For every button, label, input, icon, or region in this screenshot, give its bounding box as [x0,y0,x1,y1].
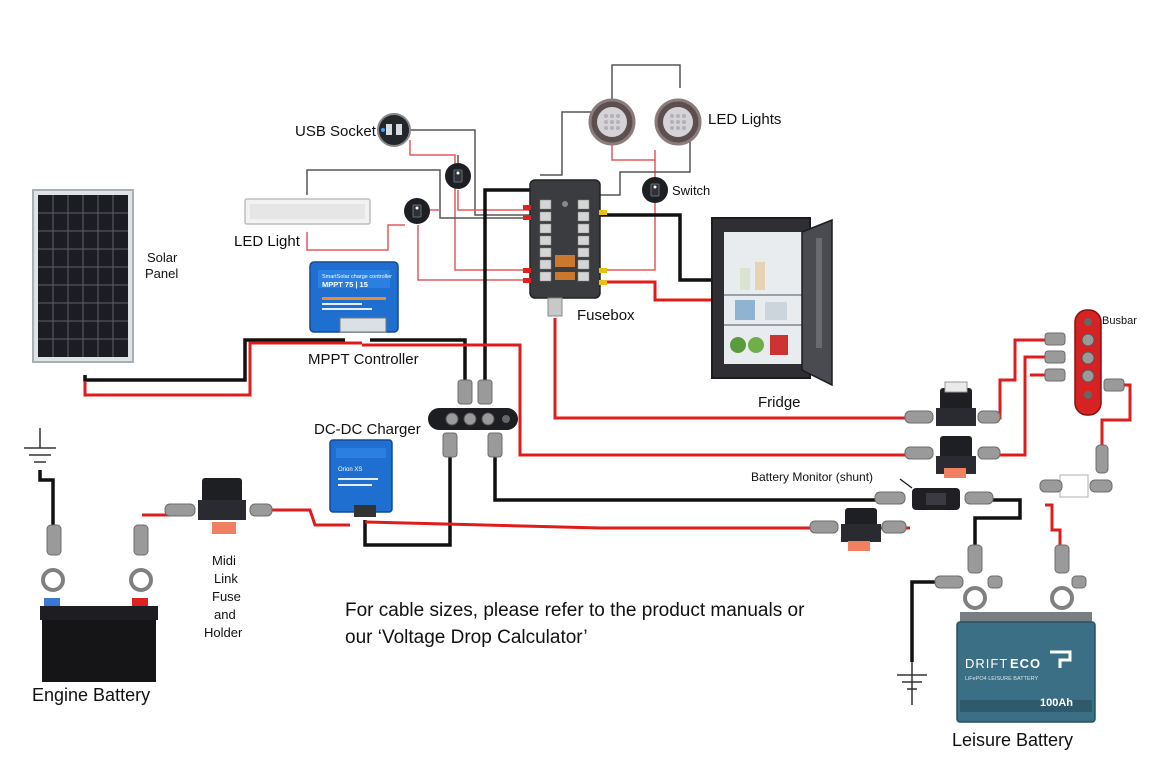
fusebox-label: Fusebox [577,307,635,324]
dcdc-charger [329,439,393,517]
mppt-controller [309,261,399,333]
led-light-label: LED Light [234,233,301,250]
anl-fuse [1039,444,1113,498]
busbar-label: Busbar [1102,315,1137,327]
pointer-arrow-icon [899,478,913,489]
midi-fuse-label-4: and [214,607,236,622]
cable-size-note-2: our ‘Voltage Drop Calculator’ [345,627,588,648]
switch-icon [445,163,471,189]
midi-fuse-holder [904,381,1001,426]
led-lights [588,98,702,146]
switch-icon [642,177,668,203]
switch-label: Switch [672,183,710,198]
battery-subtitle: LiFePO4 LEISURE BATTERY [965,676,1038,682]
mppt-controller-label: MPPT Controller [308,351,419,368]
switch-icon [404,198,430,224]
mppt-brand-text: SmartSolar charge controller [322,274,392,280]
midi-fuse-holder [904,436,1001,478]
usb-socket-label: USB Socket [295,123,377,140]
engine-battery [40,524,158,682]
battery-brand-eco: ECO [1010,656,1041,671]
midi-fuse-holder [809,508,907,551]
leisure-battery-label: Leisure Battery [952,730,1073,750]
led-light-strip [244,198,371,225]
ground-icon [897,662,927,705]
solar-panel-label-2: Panel [145,266,178,281]
dcdc-charger-label: DC-DC Charger [314,421,421,438]
leisure-battery [934,544,1096,723]
battery-capacity: 100Ah [1040,697,1073,709]
mppt-model-text: MPPT 75 | 15 [322,280,368,289]
busbar [1044,309,1125,416]
midi-fuse-label-2: Link [214,571,238,586]
solar-panel [32,189,134,363]
battery-monitor-label: Battery Monitor (shunt) [751,470,873,484]
engine-battery-label: Engine Battery [32,685,150,705]
battery-brand-drift: DRIFT [965,656,1008,671]
cable-size-note: For cable sizes, please refer to the pro… [345,600,805,621]
fridge-label: Fridge [758,394,801,411]
dcdc-brand-text: Orion XS [338,467,362,473]
solar-panel-label: Solar [147,250,178,265]
midi-fuse-label-3: Fuse [212,589,241,604]
dcdc-negative-busbar [428,379,518,458]
midi-fuse-holder [164,478,273,534]
led-lights-label: LED Lights [708,111,781,128]
midi-fuse-label-5: Holder [204,625,243,640]
ground-icon [24,428,56,463]
load-wiring [306,64,691,281]
fridge [711,217,833,387]
fusebox [523,179,607,317]
battery-monitor-shunt [874,488,994,510]
usb-socket [377,113,411,147]
midi-fuse-label-1: Midi [212,553,236,568]
